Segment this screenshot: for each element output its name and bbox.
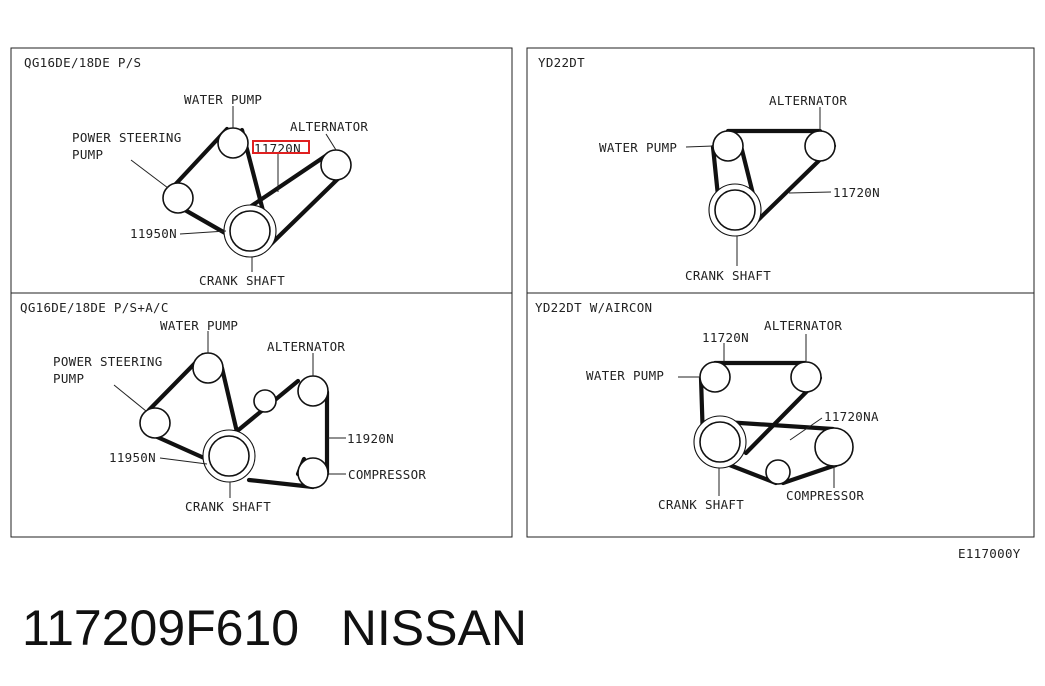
power-steering-label-2: PUMP xyxy=(53,371,84,386)
highlighted-part-box[interactable] xyxy=(252,140,310,154)
figure-code: E117000Y xyxy=(958,546,1021,561)
crank-shaft-label: CRANK SHAFT xyxy=(199,273,285,288)
crank-shaft-label: CRANK SHAFT xyxy=(185,499,271,514)
water-pump-pulley xyxy=(712,130,744,162)
water-pump-pulley xyxy=(699,361,731,393)
panel-yd22dt-aircon: YD22DT W/AIRCON 11720N ALTERNATOR WATER … xyxy=(535,300,879,512)
panel-title: QG16DE/18DE P/S xyxy=(24,55,141,70)
idler-pulley xyxy=(765,459,791,485)
alternator-pulley xyxy=(297,375,329,407)
power-steering-pulley xyxy=(139,407,171,439)
belt-11950n-label[interactable]: 11950N xyxy=(130,226,177,241)
power-steering-label: POWER STEERING xyxy=(53,354,163,369)
part-caption: 117209F610 NISSAN xyxy=(22,598,527,658)
water-pump-pulley xyxy=(217,127,249,159)
belt-11920n-label[interactable]: 11920N xyxy=(347,431,394,446)
alternator-label: ALTERNATOR xyxy=(290,119,368,134)
crank-shaft-label: CRANK SHAFT xyxy=(658,497,744,512)
belt-11720n-label[interactable]: 11720N xyxy=(833,185,880,200)
crank-shaft-pulley xyxy=(699,421,741,463)
belt-11720na-label[interactable]: 11720NA xyxy=(824,409,879,424)
alternator-label: ALTERNATOR xyxy=(769,93,847,108)
panel-title: QG16DE/18DE P/S+A/C xyxy=(20,300,169,315)
compressor-pulley xyxy=(297,457,329,489)
panel-title: YD22DT W/AIRCON xyxy=(535,300,652,315)
panel-title: YD22DT xyxy=(538,55,585,70)
panel-qg-ps: QG16DE/18DE P/S WATER PUMP ALTERNATOR PO… xyxy=(24,55,368,288)
crank-shaft-pulley xyxy=(714,189,756,231)
water-pump-label: WATER PUMP xyxy=(599,140,677,155)
idler-pulley xyxy=(253,389,277,413)
compressor-pulley xyxy=(814,427,854,467)
alternator-label: ALTERNATOR xyxy=(764,318,842,333)
alternator-pulley xyxy=(790,361,822,393)
compressor-label: COMPRESSOR xyxy=(348,467,426,482)
alternator-pulley xyxy=(320,149,352,181)
panel-qg-ps-ac: QG16DE/18DE P/S+A/C WATER PUMP POWER STE… xyxy=(20,300,426,514)
belt-11950n-label[interactable]: 11950N xyxy=(109,450,156,465)
belt-11720n-label[interactable]: 11720N xyxy=(702,330,749,345)
part-number: 117209F610 xyxy=(22,600,300,656)
power-steering-label: POWER STEERING xyxy=(72,130,182,145)
panel-yd22dt: YD22DT ALTERNATOR WATER PUMP 11720N CRAN… xyxy=(538,55,880,283)
compressor-label: COMPRESSOR xyxy=(786,488,864,503)
water-pump-label: WATER PUMP xyxy=(184,92,262,107)
alternator-label: ALTERNATOR xyxy=(267,339,345,354)
crank-shaft-pulley xyxy=(229,210,271,252)
crank-shaft-pulley xyxy=(208,435,250,477)
water-pump-label: WATER PUMP xyxy=(586,368,664,383)
power-steering-label-2: PUMP xyxy=(72,147,103,162)
power-steering-pulley xyxy=(162,182,194,214)
water-pump-pulley xyxy=(192,352,224,384)
water-pump-label: WATER PUMP xyxy=(160,318,238,333)
brand-name: NISSAN xyxy=(340,600,527,656)
crank-shaft-label: CRANK SHAFT xyxy=(685,268,771,283)
alternator-pulley xyxy=(804,130,836,162)
